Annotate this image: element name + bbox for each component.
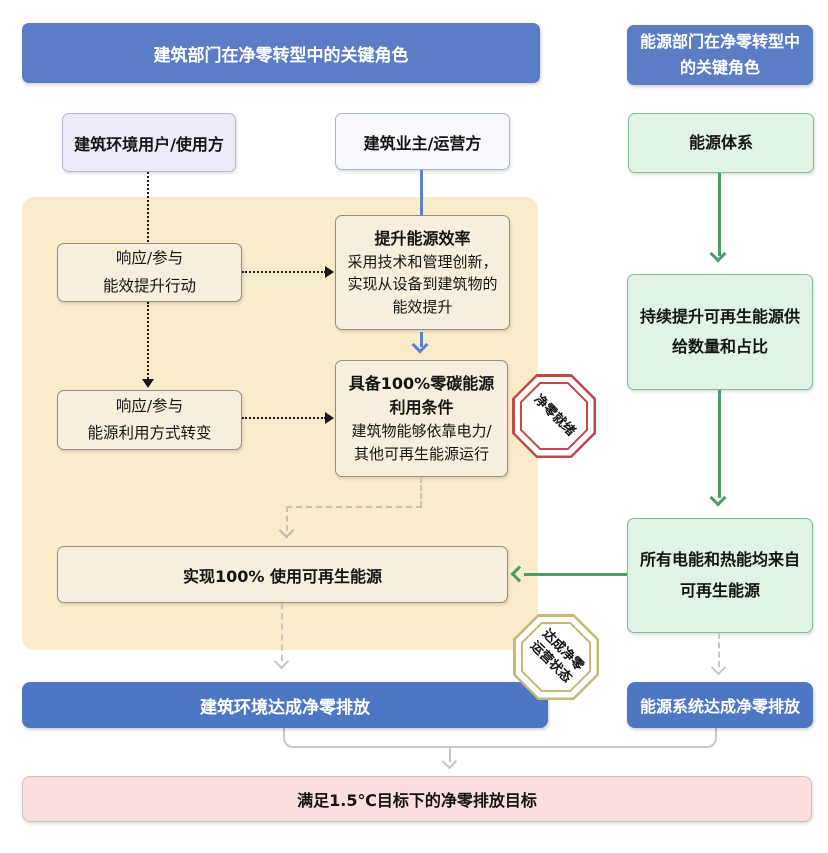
energy-section-header: 能源部门在净零转型中的关键角色 bbox=[627, 25, 813, 85]
achieve-renewable-label: 实现100% 使用可再生能源 bbox=[182, 566, 382, 586]
renewable-supply-box: 持续提升可再生能源供给数量和占比 bbox=[627, 274, 813, 390]
netzero-operation-stamp-text: 达成净零 运营状态 bbox=[495, 596, 617, 718]
zero-carbon-ready-body: 建筑物能够依靠电力/其他可再生能源运行 bbox=[351, 422, 492, 463]
respond-energy-use-line2: 能源利用方式转变 bbox=[87, 424, 212, 442]
line-zero-ready-down bbox=[420, 477, 422, 507]
building-users-box: 建筑环境用户/使用方 bbox=[62, 113, 236, 172]
respond-efficiency-line2: 能效提升行动 bbox=[102, 276, 196, 295]
building-section-header: 建筑部门在净零转型中的关键角色 bbox=[22, 23, 540, 83]
line-achieve-to-building-netzero bbox=[281, 603, 283, 661]
renewable-supply-label: 持续提升可再生能源供给数量和占比 bbox=[639, 306, 800, 356]
goal-bar-label: 满足1.5℃目标下的净零排放目标 bbox=[297, 791, 537, 810]
line-owner-to-improve-efficiency bbox=[420, 170, 423, 215]
line-energy-system-to-supply bbox=[718, 173, 721, 256]
connector-building-to-goal bbox=[283, 728, 450, 748]
arrowhead-to-building-netzero bbox=[273, 653, 290, 670]
improve-efficiency-box: 提升能源效率 采用技术和管理创新，实现从设备到建筑物的能效提升 bbox=[335, 215, 510, 330]
energy-netzero-bar: 能源系统达成净零排放 bbox=[627, 682, 813, 728]
line-respond-to-zero-ready bbox=[242, 417, 326, 419]
improve-efficiency-body: 采用技术和管理创新，实现从设备到建筑物的能效提升 bbox=[347, 252, 498, 316]
line-all-power-to-energy-netzero bbox=[718, 633, 720, 667]
building-netzero-bar: 建筑环境达成净零排放 bbox=[22, 682, 548, 728]
line-respond-efficiency-to-respond-energy bbox=[147, 302, 149, 379]
arrowhead-to-improve bbox=[325, 266, 334, 278]
zero-carbon-ready-box: 具备100%零碳能源利用条件 建筑物能够依靠电力/其他可再生能源运行 bbox=[335, 360, 508, 477]
connector-energy-to-goal bbox=[450, 728, 717, 748]
building-owner-label: 建筑业主/运营方 bbox=[363, 133, 482, 153]
energy-system-label: 能源体系 bbox=[688, 132, 753, 152]
building-section-title: 建筑部门在净零转型中的关键角色 bbox=[153, 45, 409, 66]
arrowhead-to-energy-netzero bbox=[710, 659, 727, 676]
line-all-power-to-achieve bbox=[524, 573, 627, 576]
energy-system-box: 能源体系 bbox=[628, 113, 814, 173]
stamp-inner-fill bbox=[522, 384, 586, 448]
arrowhead-to-supply bbox=[709, 245, 727, 263]
arrowhead-to-goal bbox=[441, 753, 458, 770]
arrowhead-to-respond-energy bbox=[142, 379, 154, 388]
all-power-label: 所有电能和热能均来自可再生能源 bbox=[639, 550, 800, 600]
line-supply-to-all-power bbox=[718, 390, 721, 498]
line-zero-ready-across bbox=[286, 506, 422, 508]
line-respond-to-improve bbox=[242, 271, 326, 273]
arrowhead-to-all-power bbox=[709, 489, 727, 507]
netzero-ready-stamp-text: 净零就绪 bbox=[495, 357, 614, 476]
line-improve-to-zero-ready bbox=[420, 332, 423, 347]
improve-efficiency-title: 提升能源效率 bbox=[374, 228, 471, 248]
line-users-to-respond-efficiency bbox=[147, 172, 149, 242]
netzero-ready-stamp-label: 净零就绪 bbox=[530, 391, 579, 440]
respond-efficiency-line1: 响应/参与 bbox=[115, 249, 184, 268]
respond-efficiency-box: 响应/参与 能效提升行动 bbox=[57, 243, 242, 302]
building-netzero-label: 建筑环境达成净零排放 bbox=[200, 697, 370, 718]
respond-energy-use-line1: 响应/参与 bbox=[115, 396, 184, 415]
energy-section-title: 能源部门在净零转型中的关键角色 bbox=[639, 31, 800, 77]
building-users-label: 建筑环境用户/使用方 bbox=[74, 134, 224, 154]
connector-stem-to-goal bbox=[449, 748, 451, 762]
netzero-operation-stamp: 达成净零 运营状态 bbox=[513, 614, 599, 700]
line-zero-ready-to-achieve bbox=[286, 506, 288, 531]
goal-bar: 满足1.5℃目标下的净零排放目标 bbox=[22, 776, 812, 822]
respond-energy-use-box: 响应/参与 能源利用方式转变 bbox=[57, 390, 242, 450]
zero-carbon-ready-title: 具备100%零碳能源利用条件 bbox=[348, 374, 495, 417]
netzero-ready-stamp: 净零就绪 bbox=[512, 374, 596, 458]
building-owner-box: 建筑业主/运营方 bbox=[335, 113, 510, 170]
achieve-renewable-box: 实现100% 使用可再生能源 bbox=[57, 546, 508, 603]
stamp-inner-fill bbox=[523, 624, 589, 690]
arrowhead-to-zero-ready bbox=[325, 412, 334, 424]
energy-netzero-label: 能源系统达成净零排放 bbox=[639, 697, 800, 716]
all-power-box: 所有电能和热能均来自可再生能源 bbox=[627, 518, 813, 633]
